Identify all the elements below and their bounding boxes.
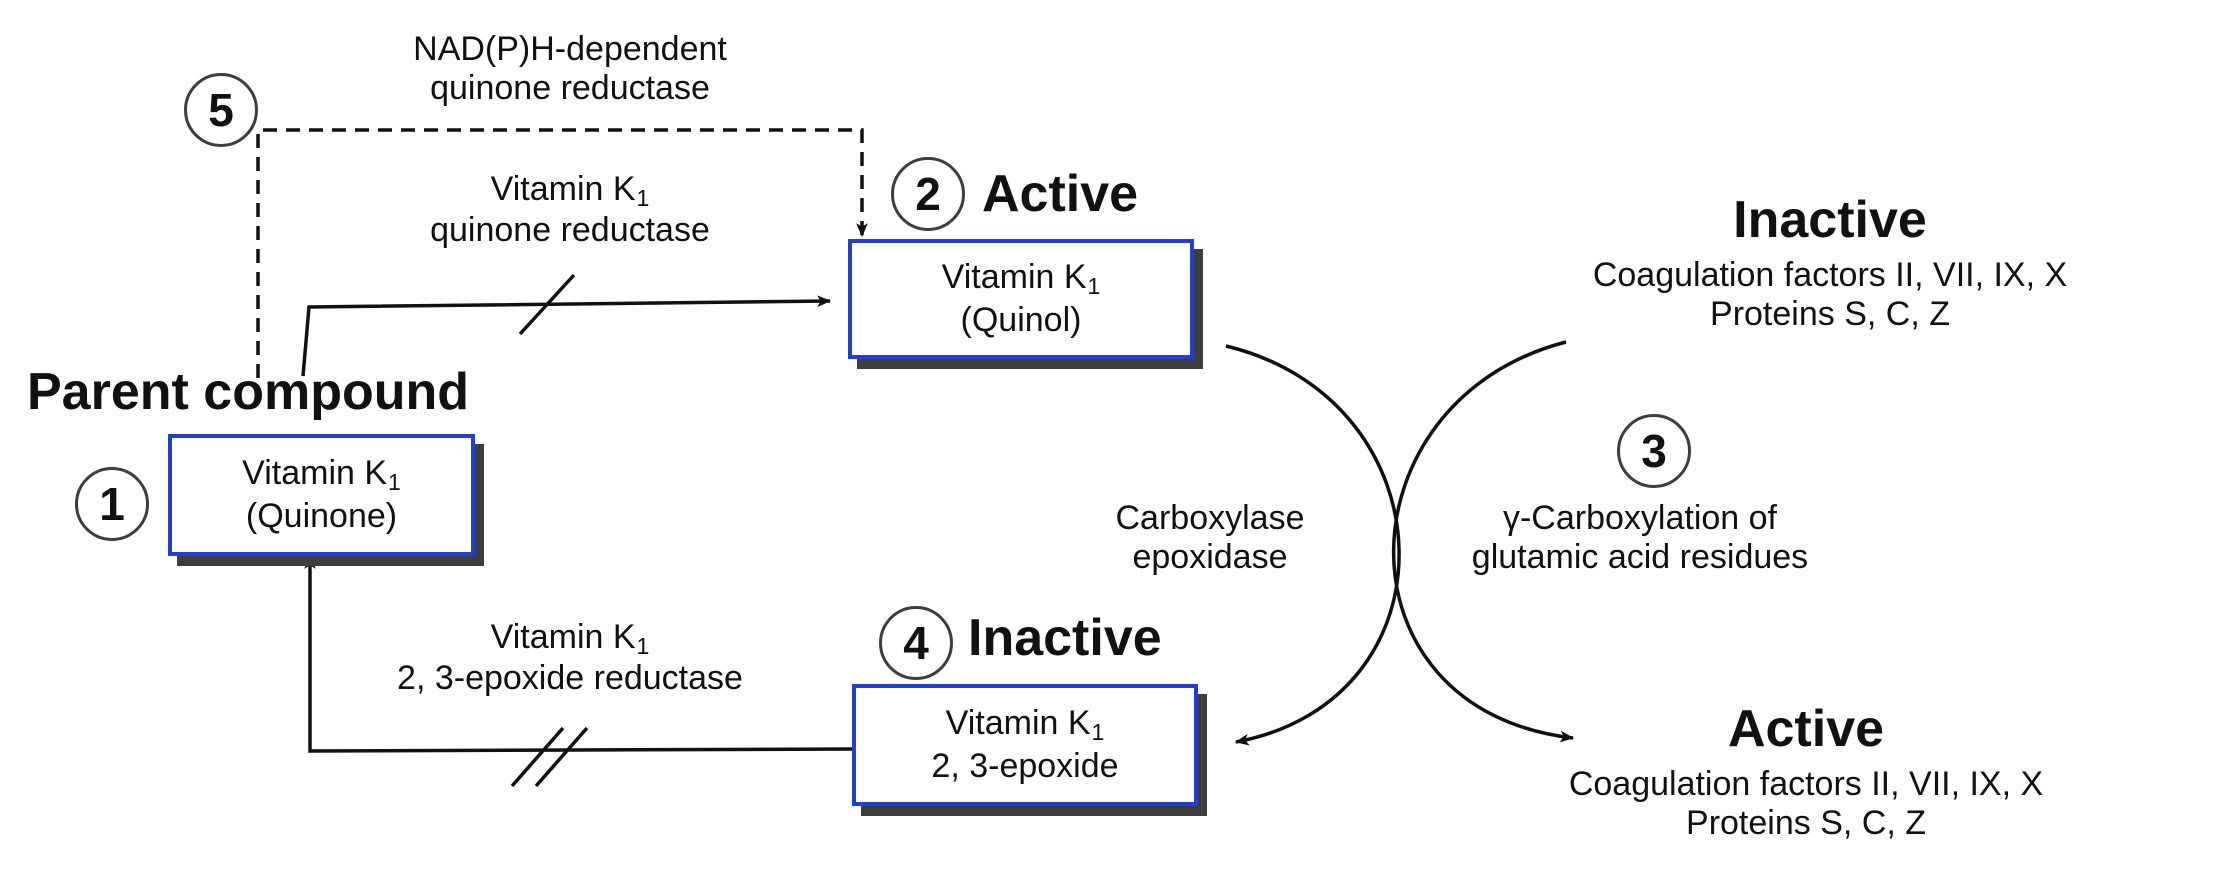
step-5-marker: 5 <box>184 73 258 147</box>
quinol-name: Vitamin K1 <box>941 257 1101 299</box>
carboxylation-label: γ-Carboxylation of glutamic acid residue… <box>1440 499 1840 577</box>
active-factors-line2: Proteins S, C, Z <box>1686 803 1926 842</box>
inactive-factors-line1: Coagulation factors II, VII, IX, X <box>1592 256 2068 294</box>
quinol-to-epoxide-arc <box>1225 344 1401 746</box>
vitamin-k-epoxide-box: Vitamin K1 2, 3-epoxide <box>852 684 1198 806</box>
quinol-form: (Quinol) <box>960 301 1082 340</box>
nadph-reductase-line2: quinone reductase <box>430 68 710 107</box>
warfarin-block-double-mark-2 <box>534 726 589 788</box>
step-3-marker: 3 <box>1617 414 1691 488</box>
inactive-factors-heading: Inactive <box>1733 191 1927 249</box>
epoxide-to-quinone-arrow <box>304 554 854 753</box>
epoxide-reductase-name: Vitamin K1 <box>490 618 650 659</box>
step-2-marker: 2 <box>891 157 965 231</box>
quinone-form: (Quinone) <box>245 497 398 536</box>
inactive-factors-group: Inactive Coagulation factors II, VII, IX… <box>1540 194 2120 334</box>
vitamin-k-quinone-box: Vitamin K1 (Quinone) <box>168 434 475 556</box>
quinone-reductase-line2: quinone reductase <box>430 211 710 250</box>
epoxide-reductase-line2: 2, 3-epoxide reductase <box>397 659 743 698</box>
quinone-name: Vitamin K1 <box>242 453 401 495</box>
quinone-reductase-label: Vitamin K1 quinone reductase <box>390 170 750 250</box>
carboxylation-line1: γ-Carboxylation of <box>1502 499 1777 537</box>
parent-compound-heading: Parent compound <box>27 363 470 421</box>
epoxide-state-heading: Inactive <box>968 609 1162 667</box>
vitamin-k-quinol-box: Vitamin K1 (Quinol) <box>848 239 1194 359</box>
inactive-factors-line2: Proteins S, C, Z <box>1710 294 1950 333</box>
active-factors-line1: Coagulation factors II, VII, IX, X <box>1568 765 2044 803</box>
nadph-reductase-label: NAD(P)H-dependent quinone reductase <box>380 30 760 108</box>
carboxylase-epoxidase-label: Carboxylase epoxidase <box>1100 499 1320 577</box>
quinol-state-heading: Active <box>982 165 1139 223</box>
epoxide-reductase-label: Vitamin K1 2, 3-epoxide reductase <box>360 618 780 698</box>
nadph-dashed-arrow <box>256 128 868 378</box>
step-4-marker: 4 <box>879 606 953 680</box>
nadph-reductase-line1: NAD(P)H-dependent <box>413 30 727 68</box>
warfarin-block-single-mark <box>518 273 576 336</box>
carboxylation-line2: glutamic acid residues <box>1471 537 1809 576</box>
epoxide-name: Vitamin K1 <box>945 703 1105 745</box>
carboxylase-line1: Carboxylase <box>1115 499 1305 537</box>
quinone-reductase-name: Vitamin K1 <box>490 170 650 211</box>
warfarin-block-double-mark-1 <box>510 726 565 788</box>
epoxide-form: 2, 3-epoxide <box>931 747 1119 786</box>
carboxylase-line2: epoxidase <box>1132 537 1288 576</box>
factor-activation-arc <box>1392 340 1575 743</box>
step-1-marker: 1 <box>75 467 149 541</box>
active-factors-group: Active Coagulation factors II, VII, IX, … <box>1516 703 2096 843</box>
active-factors-heading: Active <box>1727 700 1885 758</box>
quinone-to-quinol-arrow <box>301 295 832 377</box>
